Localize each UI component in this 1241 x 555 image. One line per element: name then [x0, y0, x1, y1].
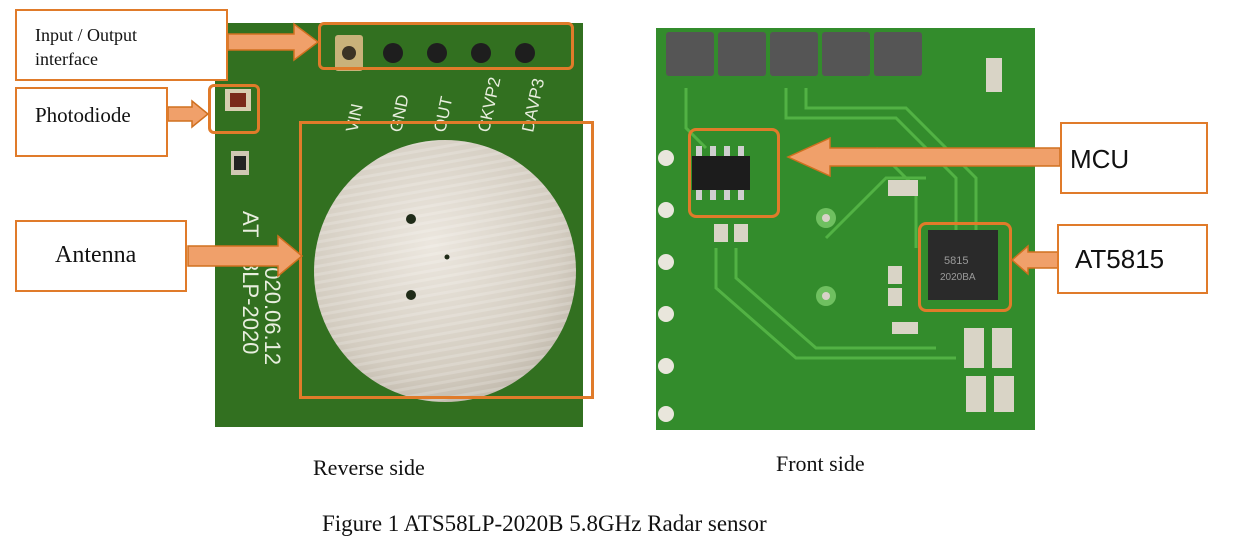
photodiode-label-box: Photodiode: [15, 87, 168, 157]
at5815-highlight-box: [918, 222, 1012, 312]
board-text: AT: [238, 211, 263, 237]
edge-holes: [658, 150, 674, 422]
mcu-highlight-box: [688, 128, 780, 218]
antenna-label-box: Antenna: [15, 220, 187, 292]
at5815-arrow: [1010, 244, 1059, 276]
reverse-side-board: VIN GND OUT CKVP2 DAVP3 AT 8LP-2020 2020…: [215, 23, 583, 427]
header-pads: [666, 32, 922, 76]
io-arrow: [227, 22, 320, 62]
antenna-arrow: [187, 234, 304, 278]
board-text: 8LP-2020: [238, 259, 263, 354]
io-highlight-box: [318, 22, 574, 70]
antenna-label: Antenna: [55, 242, 137, 268]
front-side-caption: Front side: [776, 451, 865, 476]
io-label-box: Input / Output interface: [15, 9, 228, 81]
at5815-label: AT5815: [1075, 244, 1165, 274]
photodiode-arrow: [167, 99, 210, 129]
front-side-photo: 5815 2020BA: [656, 28, 1035, 430]
reverse-side-photo: VIN GND OUT CKVP2 DAVP3 AT 8LP-2020 2020…: [215, 23, 583, 427]
mcu-chip: [692, 146, 750, 200]
reverse-side-caption: Reverse side: [313, 455, 425, 480]
mcu-label-box: MCU: [1060, 122, 1208, 194]
mcu-label: MCU: [1070, 144, 1130, 174]
photodiode-component: [225, 89, 251, 175]
chip-text: 2020BA: [940, 272, 976, 283]
chip-text: 5815: [944, 255, 968, 267]
figure-caption: Figure 1 ATS58LP-2020B 5.8GHz Radar sens…: [322, 511, 767, 536]
antenna-disc: [314, 140, 576, 402]
photodiode-label: Photodiode: [35, 103, 131, 127]
mcu-arrow: [786, 136, 1061, 178]
at5815-chip: 5815 2020BA: [928, 230, 998, 300]
passive-components: [714, 58, 1014, 412]
io-label: Input / Output interface: [35, 25, 137, 69]
vias: [816, 208, 836, 306]
at5815-label-box: AT5815: [1057, 224, 1208, 294]
photodiode-highlight-box: [208, 84, 260, 134]
front-side-board: 5815 2020BA: [656, 28, 1035, 430]
pin-header: [335, 35, 535, 71]
antenna-highlight-box: [299, 121, 594, 399]
